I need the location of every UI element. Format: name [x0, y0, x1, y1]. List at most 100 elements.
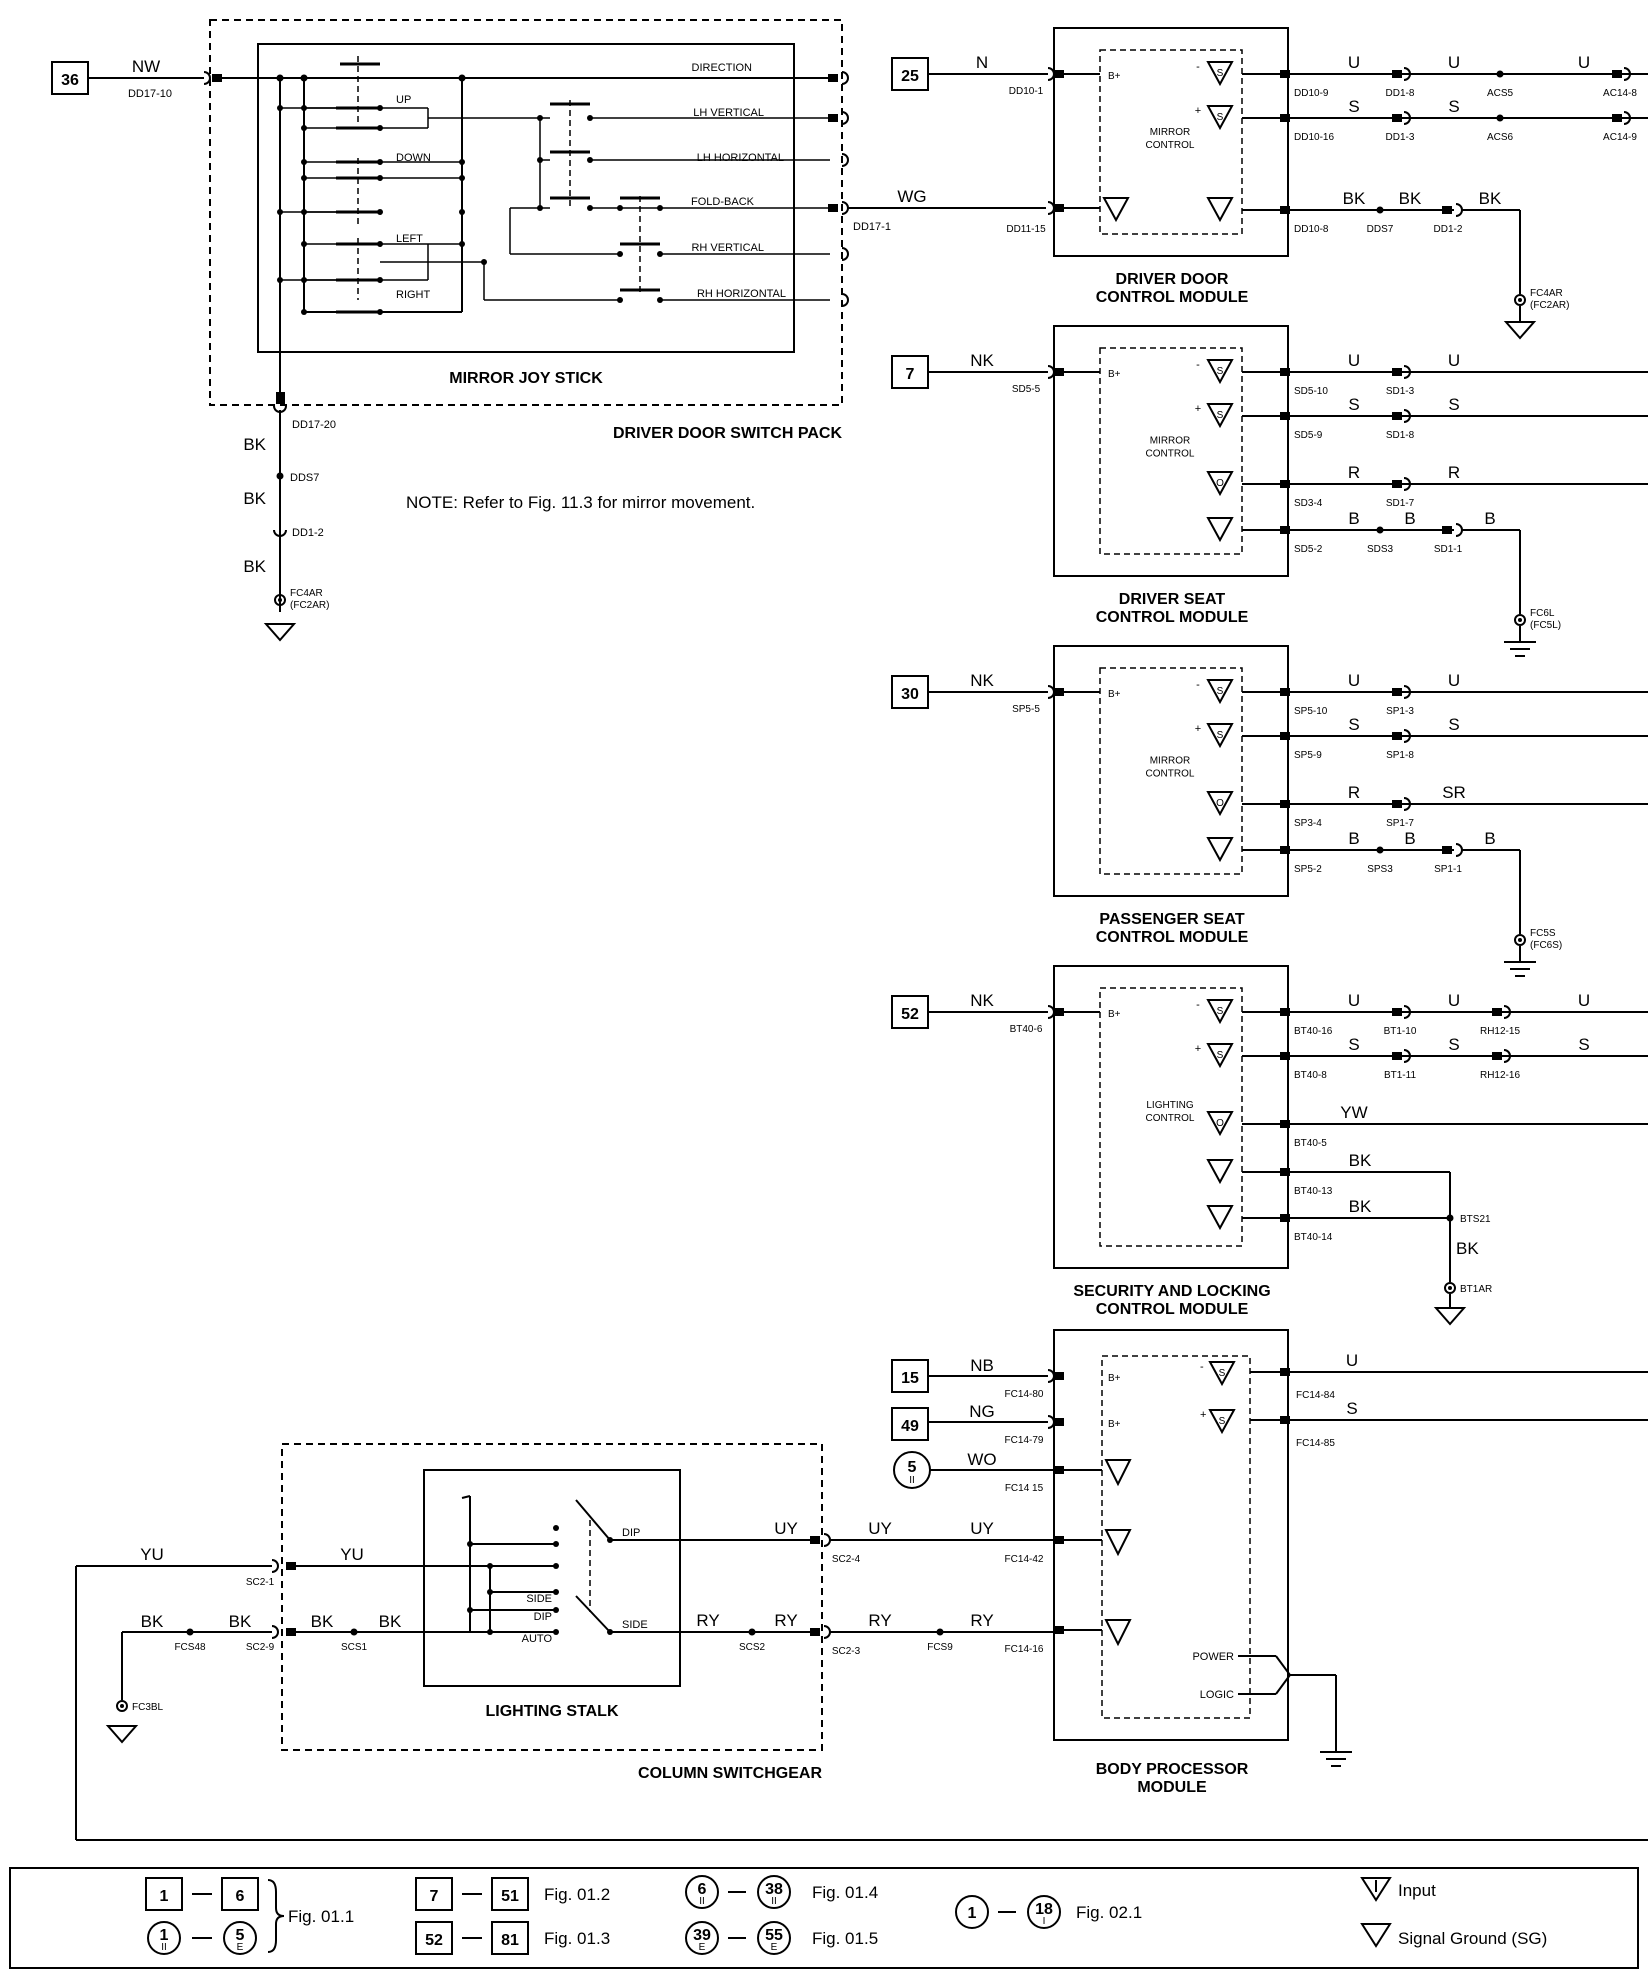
input-legend-icon [1360, 1877, 1392, 1902]
signal-ground-icon [1206, 837, 1234, 863]
splice-fcs48: FCS48 [174, 1642, 206, 1653]
input-conn: SD5-5 [1012, 384, 1041, 395]
output-conn: BT40-8 [1294, 1070, 1327, 1081]
module-title2: CONTROL MODULE [1096, 929, 1249, 946]
wire-wg: WG [897, 187, 926, 206]
out-fold-back: FOLD-BACK [691, 196, 755, 208]
output-sign: - [1196, 999, 1200, 1011]
ground-point-alt: (FC2AR) [1530, 300, 1569, 311]
output-wire: S [1348, 1035, 1359, 1054]
wire-bk-4: BK [379, 1612, 402, 1631]
legend-c2b-sub: II [771, 1896, 777, 1907]
gp-gnd: FC4AR [290, 588, 323, 599]
wire-bk-3: BK [311, 1612, 334, 1631]
legend-c3a-sub: E [699, 1942, 706, 1953]
bpm-out-u: U [1346, 1351, 1358, 1370]
bpm-out-s: S [1346, 1399, 1357, 1418]
ref-box: 52 [901, 1006, 919, 1023]
svg-text:+: + [1200, 1409, 1206, 1421]
output-symbol-letter: S [1217, 1006, 1224, 1017]
mirror-joystick-label: MIRROR JOY STICK [449, 370, 603, 387]
output-conn: SP5-9 [1294, 750, 1322, 761]
ground-symbol-icon [263, 623, 297, 642]
legend-fig2: Fig. 01.2 [544, 1885, 610, 1904]
output-wire: S [1348, 715, 1359, 734]
input-icon [1104, 1459, 1132, 1487]
conn-sc2-3: SC2-3 [832, 1646, 861, 1657]
output-conn: ACS5 [1487, 88, 1514, 99]
output-symbol-icon: S- [1196, 359, 1234, 385]
conn-fc14-42: FC14-42 [1005, 1554, 1044, 1565]
output-wire: U [1348, 53, 1360, 72]
module-control1: MIRROR [1150, 127, 1191, 138]
switch-down: DOWN [396, 152, 431, 164]
conn-sc2-1: SC2-1 [246, 1577, 275, 1588]
ground-wire: B [1484, 829, 1495, 848]
ground-splice: DDS7 [1367, 224, 1394, 235]
conn-sc2-4: SC2-4 [832, 1554, 861, 1565]
module-title2: CONTROL MODULE [1096, 289, 1249, 306]
output-symbol-letter: O [1216, 798, 1224, 809]
module-title2: CONTROL MODULE [1096, 609, 1249, 626]
legend: 1 6 1 II 5 E Fig. 01.1 7 51 Fig. 01.2 52… [9, 1867, 1639, 1969]
legend-c4b-sub: I [1043, 1916, 1046, 1927]
stalk-dip: DIP [622, 1527, 640, 1539]
module-title2: CONTROL MODULE [1096, 1301, 1249, 1318]
legend-c3a: 39 [693, 1927, 711, 1944]
ground-conn: SP1-1 [1434, 864, 1462, 875]
bplus-label: B+ [1108, 1009, 1121, 1020]
ground-conn: SD1-1 [1434, 544, 1463, 555]
wire-uy-1: UY [774, 1519, 798, 1538]
output-conn: SD1-8 [1386, 430, 1415, 441]
note: NOTE: Refer to Fig. 11.3 for mirror move… [406, 493, 755, 512]
output-sign: + [1195, 723, 1201, 735]
legend-r3b: 81 [501, 1932, 519, 1949]
module-control2: CONTROL [1146, 1113, 1195, 1124]
legend-c3b-sub: E [771, 1942, 778, 1953]
legend-c1a: 1 [160, 1927, 169, 1944]
ground-conn: BT40-14 [1294, 1232, 1333, 1243]
input-conn: DD10-1 [1009, 86, 1044, 97]
conn-sc2-9: SC2-9 [246, 1642, 275, 1653]
legend-c1b-sub: E [237, 1942, 244, 1953]
wire-nw: NW [132, 57, 160, 76]
output-symbol-icon: S- [1196, 61, 1234, 87]
legend-c3b: 55 [765, 1927, 783, 1944]
wire-ry-1: RY [696, 1611, 719, 1630]
conn-dd17-20: DD17-20 [292, 419, 336, 431]
ground-symbol-icon [1433, 1307, 1467, 1326]
output-wire: R [1348, 463, 1360, 482]
driver-door-switch-pack: MIRROR JOY STICK DRIVER DOOR SWITCH PACK… [51, 19, 1046, 642]
legend-r3a: 52 [425, 1932, 443, 1949]
gp-w1: BK [243, 435, 266, 454]
legend-sg: Signal Ground (SG) [1398, 1929, 1547, 1948]
conn-fc14-15: FC14 15 [1005, 1483, 1044, 1494]
wire-ry-2: RY [774, 1611, 797, 1630]
output-conn: DD10-16 [1294, 132, 1334, 143]
legend-r2b: 51 [501, 1888, 519, 1905]
ground-wire: BK [1399, 189, 1422, 208]
ref-box: 30 [901, 686, 919, 703]
output-wire: S [1448, 715, 1459, 734]
output-symbol-icon: O [1206, 1111, 1234, 1137]
ref-5-sub: II [909, 1475, 915, 1486]
wire-uy-2: UY [868, 1519, 892, 1538]
output-symbol-icon: S- [1196, 679, 1234, 705]
input-wire: NK [970, 991, 994, 1010]
ground-wire: B [1404, 829, 1415, 848]
module-control1: MIRROR [1150, 436, 1191, 447]
out-lh-vertical: LH VERTICAL [693, 107, 764, 119]
output-conn: RH12-15 [1480, 1026, 1520, 1037]
output-symbol-letter: S [1217, 112, 1224, 123]
conn-fc14-80: FC14-80 [1005, 1389, 1044, 1400]
ground-point-alt: (FC5L) [1530, 620, 1561, 631]
output-symbol-letter: O [1216, 1118, 1224, 1129]
bplus-label: B+ [1108, 689, 1121, 700]
module-title1: SECURITY AND LOCKING [1073, 1283, 1270, 1300]
legend-fig5: Fig. 01.5 [812, 1929, 878, 1948]
conn-fc14-79: FC14-79 [1005, 1435, 1044, 1446]
output-conn: SD5-9 [1294, 430, 1323, 441]
